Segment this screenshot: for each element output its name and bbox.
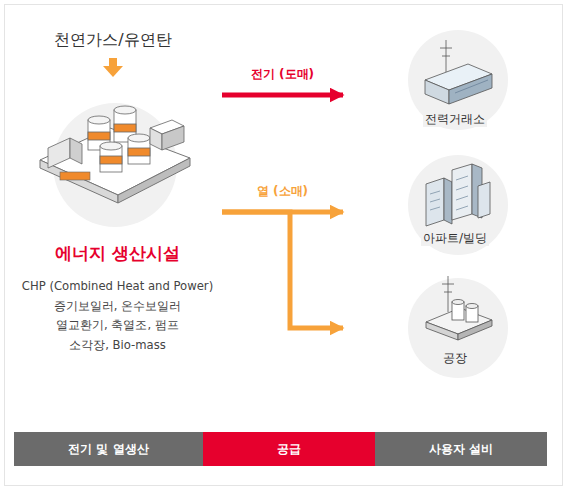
stage-band: 공급 [203,432,375,466]
frame [5,5,563,486]
facility-item: 소각장, Bio-mass [15,336,220,356]
fuel-arrow [103,58,123,77]
stage-band: 전기 및 열생산 [14,432,203,466]
flow-arrow [222,93,343,98]
consumer-node: 아파트/빌딩 [343,176,567,248]
plant-illustration [40,103,190,227]
facility-item: 열교환기, 축열조, 펌프 [15,316,220,336]
factory-icon [426,276,492,340]
facility-item: 증기보일러, 온수보일러 [15,297,220,317]
consumer-node: 공장 [343,300,567,368]
flow-arrow [222,212,343,328]
consumer-node: 전력거래소 [343,55,567,129]
stage-label: 공급 [277,441,301,458]
facility-node: 에너지 생산시설 CHP (Combined Heat and Power)증기보… [15,65,220,370]
fuel-label: 천연가스/유연탄 [54,30,171,51]
facility-item: CHP (Combined Heat and Power) [15,277,220,297]
stage-label: 전기 및 열생산 [68,441,148,458]
consumer-label: 전력거래소 [423,112,487,127]
stage-label: 사용자 설비 [429,441,493,458]
stage-band: 사용자 설비 [375,432,547,466]
power-exchange-icon [425,40,492,104]
consumer-label: 공장 [441,351,469,366]
consumer-circles [408,30,508,378]
apartment-icon [426,164,490,226]
facility-title: 에너지 생산시설 [15,243,220,265]
flow-label: 전기 (도매) [249,66,316,83]
consumer-label: 아파트/빌딩 [421,231,489,246]
flow-label: 열 (소매) [255,183,310,200]
